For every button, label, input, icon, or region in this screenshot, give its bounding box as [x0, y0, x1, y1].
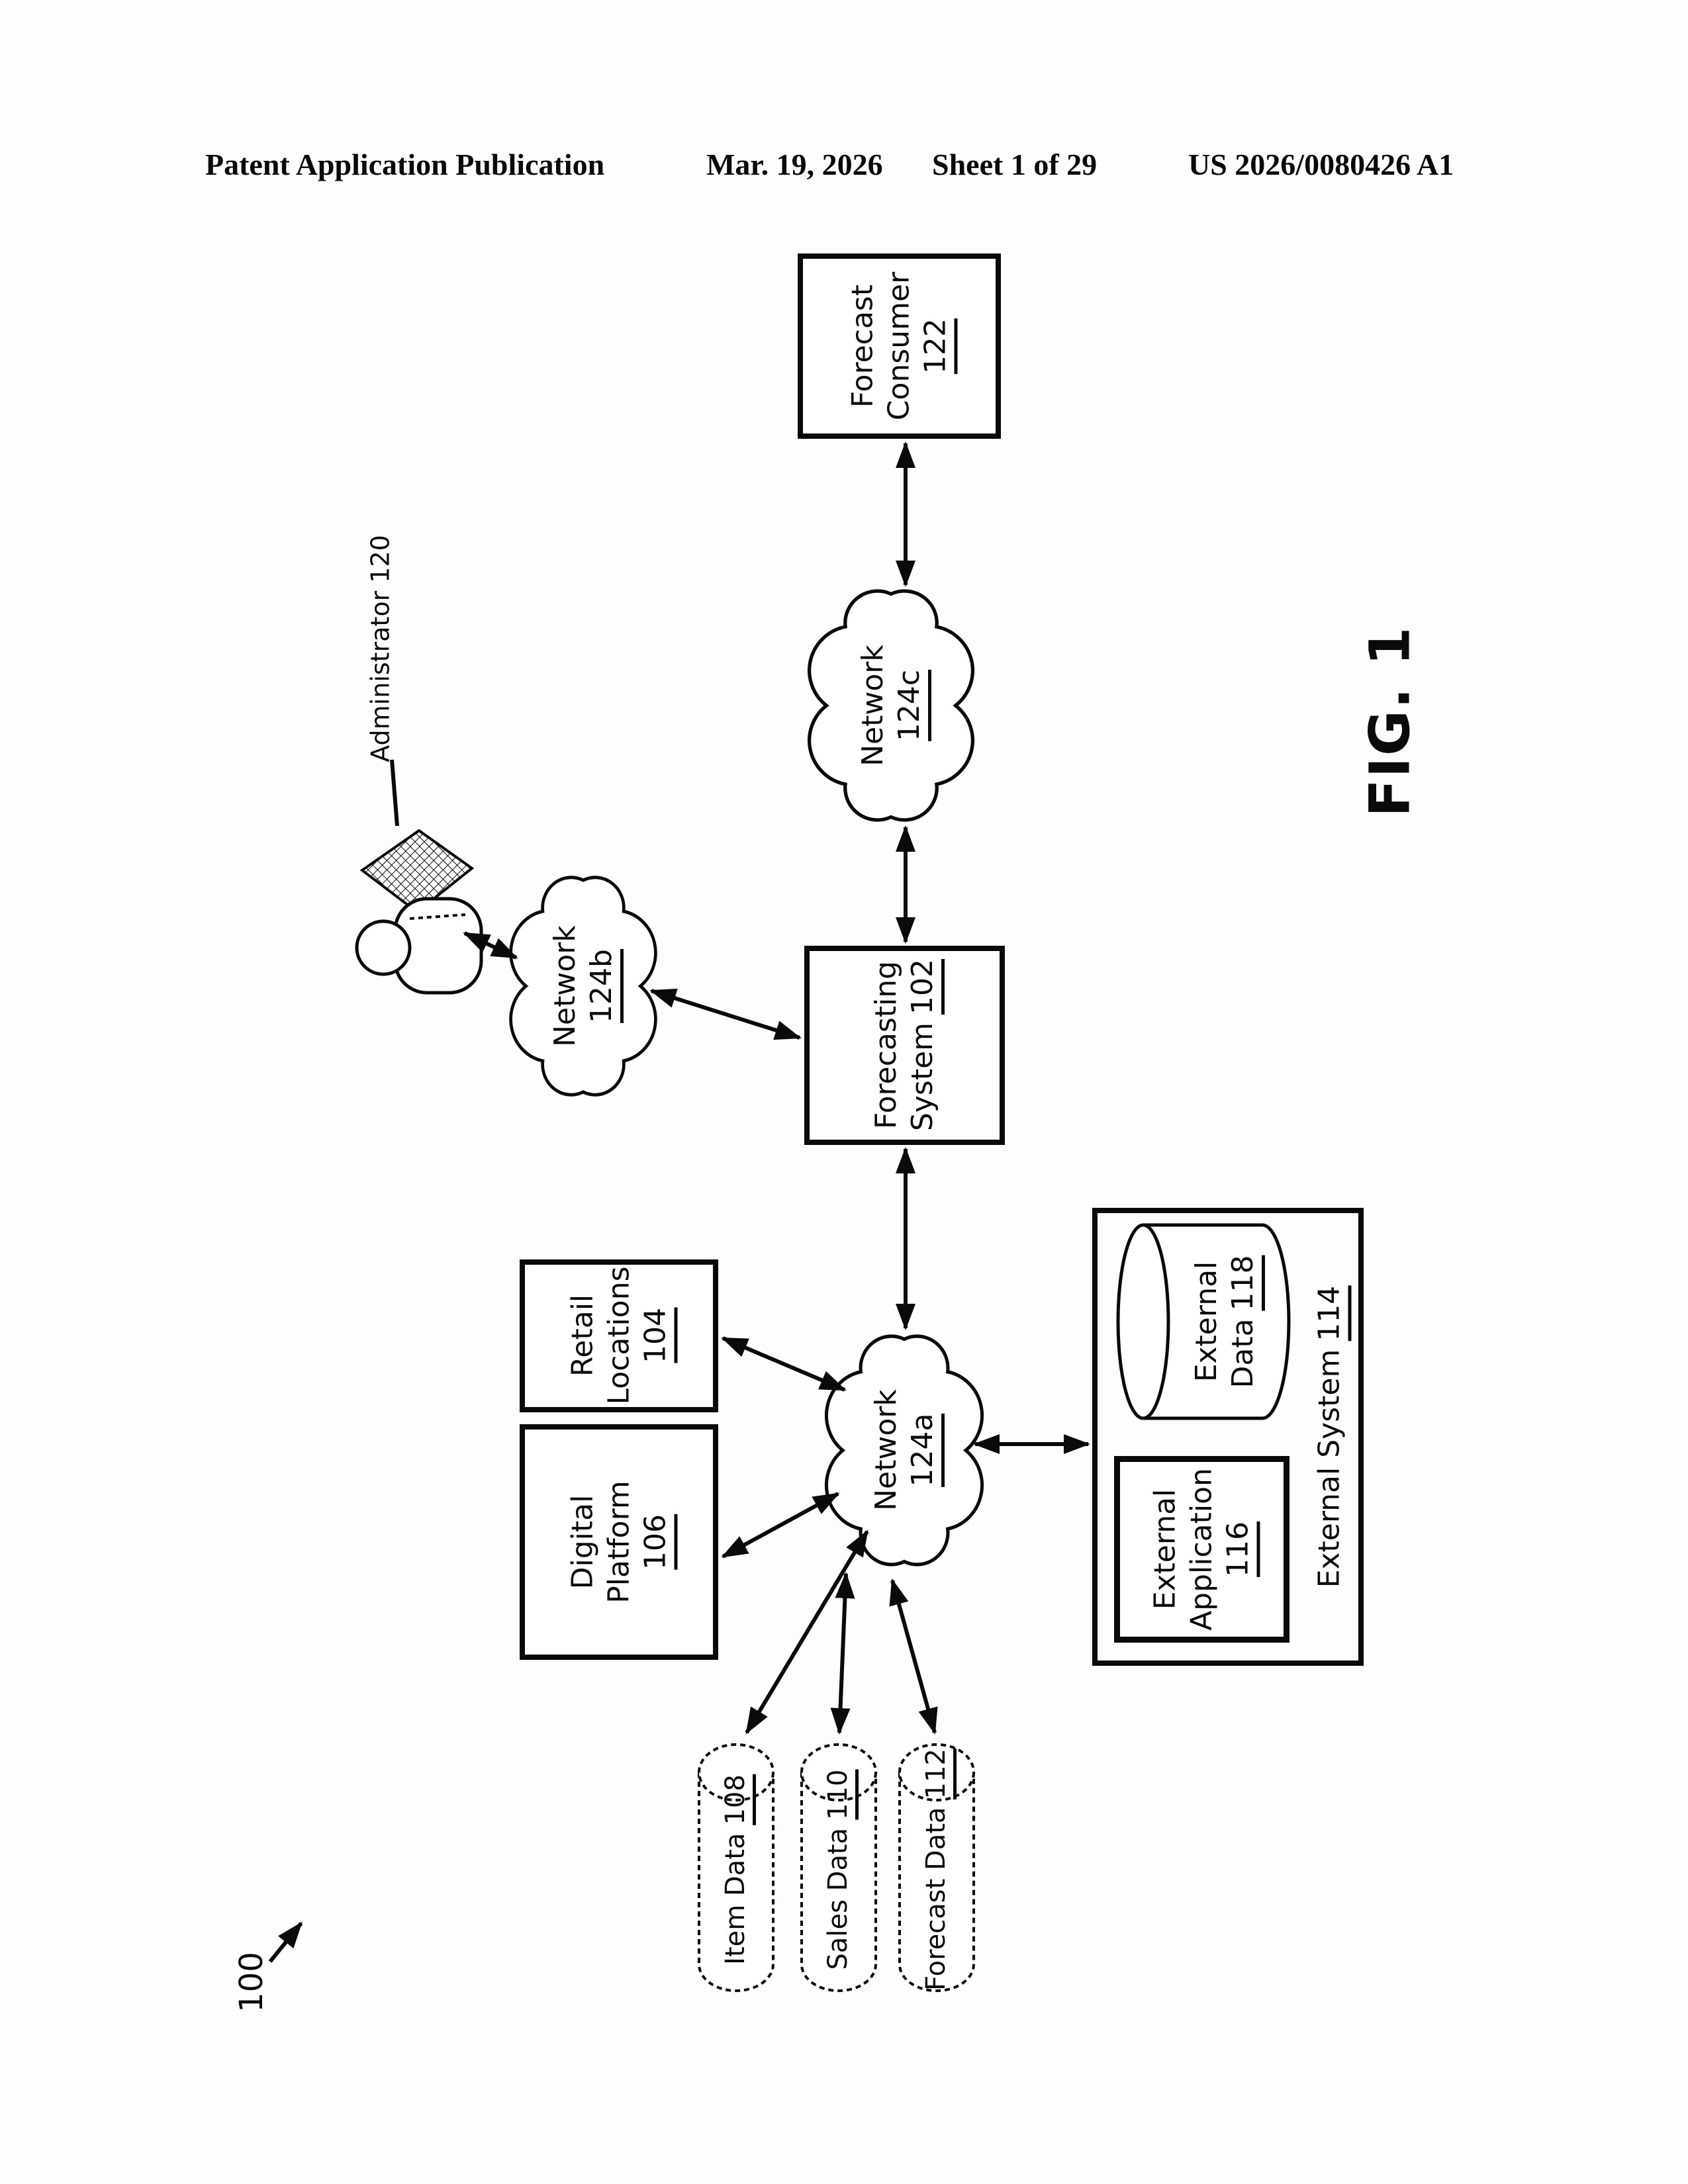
forecasting-system-box: [804, 946, 1005, 1145]
arrow-network124a-itemdata: [745, 1529, 869, 1735]
network-124b-label: Network 124b: [547, 925, 624, 1047]
retail-locations-box: [520, 1259, 718, 1412]
arrow-admin-network124b: [463, 931, 518, 960]
arrow-network124b-forecasting: [649, 988, 802, 1040]
network-124c-label: Network 124c: [855, 645, 931, 766]
administrator-person-icon: [355, 829, 483, 995]
arrow-digital-network124a: [721, 1492, 840, 1559]
forecast-consumer-label: Forecast Consumer 122: [845, 272, 958, 420]
figure-ref-arrow: [268, 1921, 303, 1963]
administrator-label: Administrator120: [365, 535, 395, 762]
external-system-label: External System114: [1311, 1285, 1352, 1588]
digital-platform-box: [520, 1424, 718, 1660]
arrow-network124a-forecastdata: [889, 1578, 938, 1735]
sheet-header: Patent Application Publication Mar. 19, …: [0, 147, 1688, 187]
item-data-cylinder: [698, 1743, 774, 1992]
network-124a-cloud: [824, 1334, 984, 1567]
forecasting-system-label: Forecasting System102: [868, 958, 945, 1131]
sales-data-cylinder: [800, 1743, 877, 1992]
header-date: Mar. 19, 2026: [706, 148, 883, 181]
forecast-consumer-box: [798, 253, 1001, 439]
digital-platform-label: Digital Platform 106: [565, 1480, 678, 1604]
network-124c-cloud: [808, 589, 974, 822]
retail-locations-label: Retail Locations 104: [565, 1266, 678, 1405]
forecast-data-cylinder: [898, 1743, 975, 1992]
arrow-network124a-salesdata: [830, 1572, 855, 1735]
external-system-box: [1092, 1208, 1364, 1666]
arrow-retail-network124a: [721, 1336, 847, 1392]
administrator-leader-line: [390, 759, 399, 827]
network-124a-label: Network 124a: [868, 1389, 945, 1511]
external-data-label: External Data118: [1188, 1255, 1265, 1388]
header-publication: Patent Application Publication: [205, 148, 605, 181]
forecast-data-label: Forecast Data112: [919, 1749, 957, 1991]
external-application-label: External Application 116: [1147, 1468, 1260, 1631]
external-data-cylinder: [1116, 1223, 1291, 1420]
external-application-box: [1114, 1456, 1289, 1643]
sales-data-label: Sales Data110: [821, 1769, 859, 1970]
item-data-label: Item Data108: [719, 1774, 756, 1965]
header-patent-number: US 2026/0080426 A1: [1188, 148, 1454, 181]
figure-ref-number: 100: [233, 1952, 270, 2013]
figure-label: FIG. 1: [1357, 625, 1423, 817]
header-sheet-number: Sheet 1 of 29: [932, 148, 1098, 181]
